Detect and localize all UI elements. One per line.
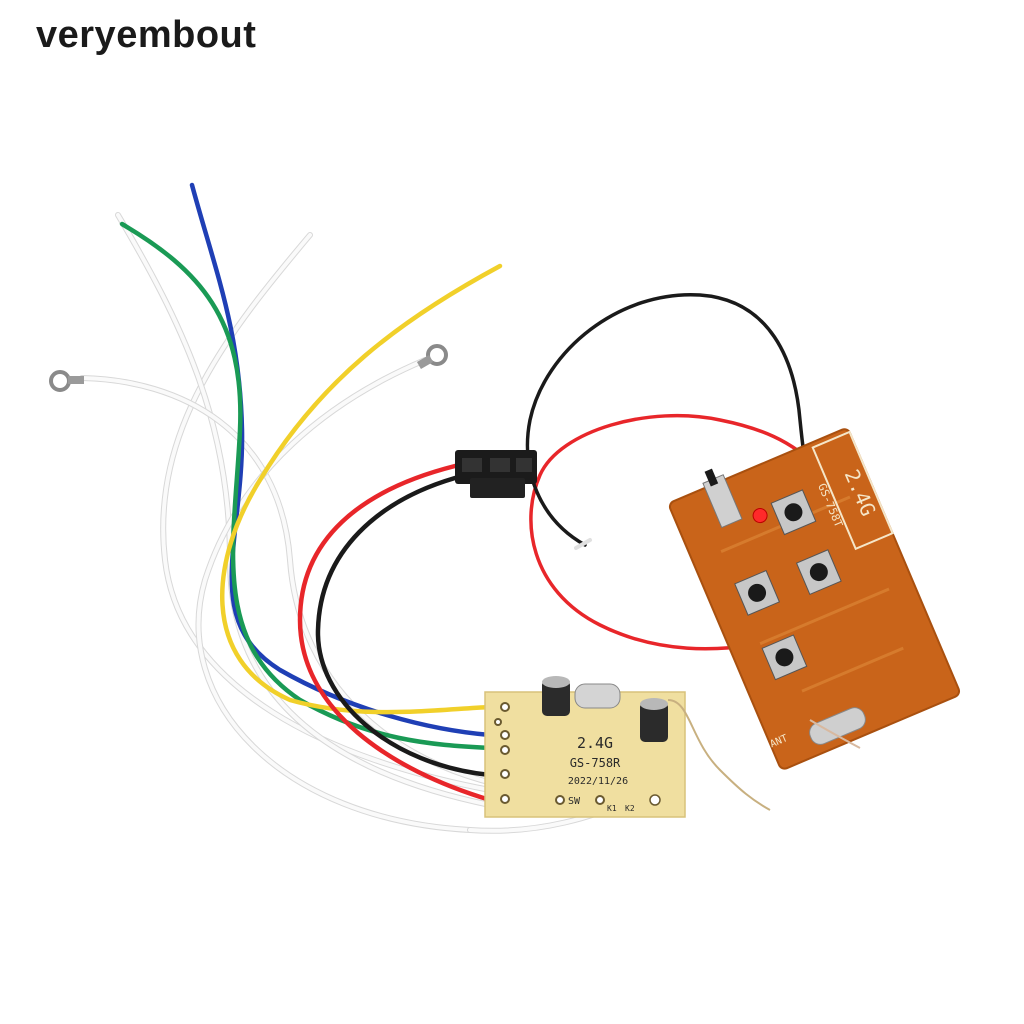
receiver-antenna-wire <box>667 699 771 811</box>
remote-board: 2.4G GS-758T ANT <box>668 428 961 770</box>
receiver-pin-sw: SW <box>568 796 581 807</box>
remote-button-4 <box>761 634 808 681</box>
red-wire-remote <box>529 413 802 651</box>
remote-button-3 <box>734 569 781 616</box>
receiver-freq-label: 2.4G <box>577 734 613 752</box>
jst-connector <box>455 450 537 498</box>
receiver-board: 2.4G GS-758R 2022/11/26 SW K1 K2 <box>484 676 686 818</box>
receiver-capacitor-2 <box>640 698 668 742</box>
brand-watermark: veryembout <box>36 14 257 56</box>
remote-antenna-wire <box>809 719 861 749</box>
receiver-pin-k2: K2 <box>625 804 635 813</box>
black-wire-receiver <box>315 475 493 778</box>
receiver-capacitor-1 <box>542 676 570 716</box>
remote-crystal <box>809 707 866 745</box>
remote-button-1 <box>770 489 817 536</box>
remote-slide-switch <box>702 468 743 529</box>
receiver-pin-k1: K1 <box>607 804 617 813</box>
red-wire-receiver <box>297 463 493 803</box>
receiver-model-label: GS-758R <box>570 756 621 770</box>
receiver-date-label: 2022/11/26 <box>568 776 628 787</box>
green-wire <box>119 221 493 751</box>
remote-led <box>752 508 768 524</box>
receiver-crystal <box>574 683 621 709</box>
yellow-wire <box>220 263 503 715</box>
remote-button-2 <box>795 549 842 596</box>
ring-terminals <box>49 344 448 392</box>
